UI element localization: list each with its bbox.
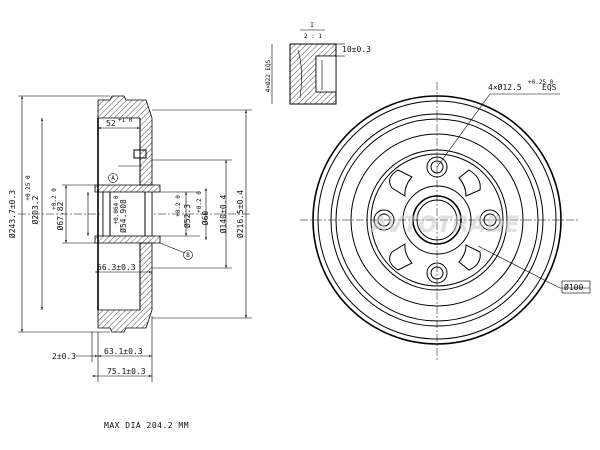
outer-dia-dim: Ø243.7±0.3 [7,190,17,238]
groove-depth-dim: 4×Ø22 EQS [265,59,272,92]
groove-width-dim: 10±0.3 [342,45,371,54]
offset-dim: 56.3±0.3 [97,263,136,272]
outer-flange-dim: Ø216.5±0.4 [235,190,245,238]
marker-a: A [111,175,115,182]
inner-dia-dim: Ø52.3 [182,204,192,228]
holes-suffix: EQS [542,83,557,92]
bolt-circle-tol: +0.2 0 [196,191,203,213]
detail-scale: 2 : 1 [304,33,322,40]
inner-dia-tol: +0.2 0 [175,195,182,217]
pilot-dia-tol: +0.064 0 [113,195,120,224]
drum-depth-dim: 63.1±0.3 [104,347,143,356]
max-dia-note: MAX DIA 204.2 MM [104,421,189,430]
total-height-dim: 75.1±0.3 [107,367,146,376]
flange-dia-dim: Ø140±0.4 [218,195,228,234]
hub-dia-dim: Ø67.82 [55,201,65,230]
bore-width-dim: 52 [106,119,116,128]
holes-dim: 4×Ø12.5 [488,82,522,92]
bolt-circle-dim: Ø60 [200,211,210,226]
marker-b: B [186,252,190,259]
pilot-dia-dim: Ø54.908 [118,199,128,233]
drum-dia-dim: Ø203.2 [30,195,40,224]
watermark: AVTOTRADE [369,213,520,238]
front-view: 4×Ø12.5 +0.25 0 EQS Ø100 AVTOTRADE [300,79,591,360]
bore-width-tol: +1 0 [118,117,133,124]
section-view: A B 52 +1 0 Ø243.7±0.3 Ø203.2 +0.25 0 Ø6… [7,95,252,382]
hub-dia-tol: +0.2 0 [51,188,58,210]
detail-label: I [310,22,314,29]
pcd-dim: Ø100 [564,282,583,292]
flange-thk-dim: 2±0.3 [52,352,76,361]
holes-tol: +0.25 0 [528,79,554,86]
drum-dia-tol: +0.25 0 [25,175,32,201]
detail-view: I 2 : 1 10±0.3 4×Ø22 EQS [265,22,371,105]
